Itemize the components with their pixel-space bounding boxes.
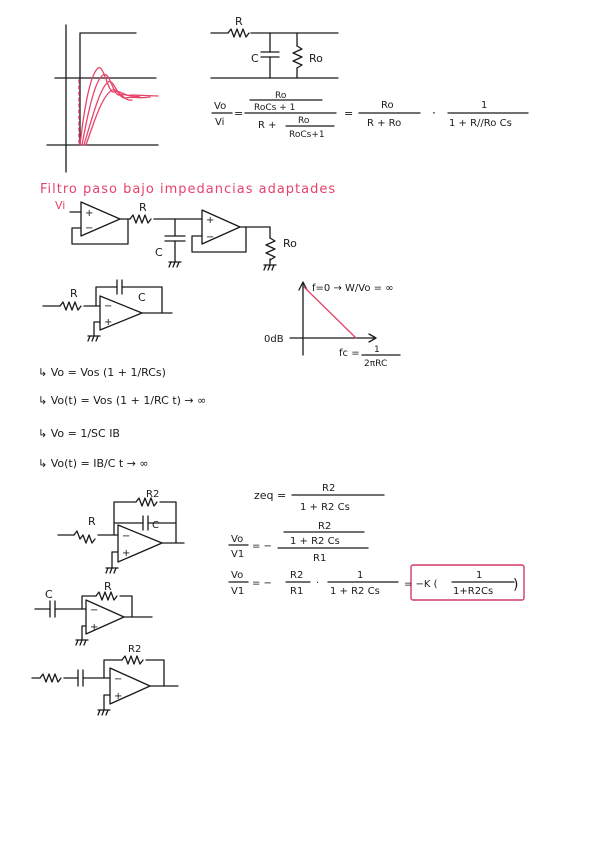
- gain2-boxed-den: 1+R2Cs: [453, 586, 493, 597]
- svg-text:−: −: [114, 674, 122, 685]
- bode-top-label: f=0 → W/Vo = ∞: [312, 283, 394, 294]
- zeq-num: R2: [322, 483, 335, 494]
- tf-mid-num: Ro: [275, 91, 287, 101]
- svg-text:+: +: [85, 208, 93, 219]
- differentiator-diagram: [34, 591, 153, 646]
- gain2-lhs-num: Vo: [231, 570, 243, 581]
- gain1-lhs-num: Vo: [231, 534, 243, 545]
- gain1-mid: 1 + R2 Cs: [290, 536, 340, 547]
- tf-lhs-den: Vi: [215, 117, 224, 128]
- label-r-top: R: [235, 15, 243, 28]
- gain2-lhs-den: V1: [231, 586, 244, 597]
- svg-text:−: −: [104, 301, 112, 312]
- note-line-3: ↳ Vo = 1/SC IB: [38, 427, 120, 440]
- integrator-circuit-diagram: [42, 279, 173, 342]
- label-vi: Vi: [55, 199, 65, 212]
- label-c-diff: C: [45, 588, 53, 601]
- gain2-b-den: 1 + R2 Cs: [330, 586, 380, 597]
- tf-f-den: 1 + R//Ro Cs: [449, 118, 512, 129]
- gain2-boxed-prefix: = −K (: [404, 579, 438, 590]
- bode-fc-num: 1: [374, 345, 380, 355]
- label-r2-bp: R2: [128, 644, 141, 655]
- bode-fc-label: fc =: [339, 348, 360, 359]
- label-c-int: C: [138, 291, 146, 304]
- tf-r-num: Ro: [381, 100, 394, 111]
- svg-text:−: −: [206, 232, 214, 243]
- gain2-a-den: R1: [290, 586, 303, 597]
- label-c-lossy: C: [152, 520, 159, 531]
- tf-mid-num-sub: RoCs + 1: [254, 103, 295, 113]
- tf-eq: =: [344, 107, 353, 120]
- gain2-eq: = −: [252, 578, 272, 589]
- gain-equation-2: Vo V1 = − R2 R1 · 1 1 + R2 Cs = −K ( 1 1…: [228, 564, 525, 601]
- label-r-diff: R: [104, 580, 112, 593]
- gain2-boxed-close: ): [513, 577, 518, 593]
- label-r-lossy: R: [88, 515, 96, 528]
- svg-text:−: −: [85, 223, 93, 234]
- buffered-rc-filter-diagram: [69, 201, 277, 271]
- label-ro-filter: Ro: [283, 237, 297, 250]
- tf-mid-den-b-den: RoCs+1: [289, 130, 325, 140]
- tf-mid-den-a: R +: [258, 120, 277, 131]
- bode-odb-label: 0dB: [264, 334, 284, 345]
- gain2-a-num: R2: [290, 570, 303, 581]
- svg-text:+: +: [104, 317, 112, 328]
- bandpass-diagram: [31, 655, 179, 716]
- gain2-b-num: 1: [357, 570, 363, 581]
- svg-text:−: −: [122, 531, 130, 542]
- svg-text:+: +: [90, 622, 98, 633]
- note-line-1: ↳ Vo = Vos (1 + 1/RCs): [38, 366, 166, 379]
- label-c-filter: C: [155, 246, 163, 259]
- gain1-den: R1: [313, 553, 326, 564]
- rc-circuit-diagram: [210, 28, 339, 79]
- note-line-4: ↳ Vo(t) = IB/C t → ∞: [38, 457, 149, 470]
- label-c-top: C: [251, 52, 259, 65]
- tf-mid-den-b-num: Ro: [298, 116, 310, 126]
- note-line-2: ↳ Vo(t) = Vos (1 + 1/RC t) → ∞: [38, 394, 206, 407]
- rc-transfer-function: Vo Vi = Ro RoCs + 1 R + Ro RoCs+1 = Ro R…: [211, 91, 529, 140]
- gain1-lhs-den: V1: [231, 549, 244, 560]
- step-response-graph: [46, 24, 159, 173]
- gain1-top: R2: [318, 521, 331, 532]
- svg-text:·: ·: [316, 578, 319, 589]
- svg-text:+: +: [206, 215, 214, 226]
- gain1-eq: = −: [252, 541, 272, 552]
- bode-sketch: [289, 281, 377, 356]
- gain-equation-1: Vo V1 = − R2 1 + R2 Cs R1: [228, 521, 369, 564]
- zeq-equation: zeq = R2 1 + R2 Cs: [254, 483, 385, 513]
- gain2-boxed-num: 1: [476, 570, 482, 581]
- svg-text:−: −: [90, 605, 98, 616]
- tf-lhs-num: Vo: [214, 101, 226, 112]
- svg-text:+: +: [114, 691, 122, 702]
- label-r-filter: R: [139, 201, 147, 214]
- svg-text:+: +: [122, 548, 130, 559]
- bode-fc-den: 2πRC: [364, 359, 387, 369]
- label-ro-top: Ro: [309, 52, 323, 65]
- zeq-lhs: zeq =: [254, 489, 286, 502]
- zeq-den: 1 + R2 Cs: [300, 502, 350, 513]
- label-r2-lossy: R2: [146, 489, 159, 500]
- section-title: Filtro paso bajo impedancias adaptades: [40, 182, 336, 197]
- tf-dot: ·: [432, 106, 436, 120]
- lossy-integrator-diagram: [57, 497, 185, 574]
- label-r-int: R: [70, 287, 78, 300]
- svg-text:=: =: [234, 107, 243, 120]
- tf-r-den: R + Ro: [367, 118, 401, 129]
- tf-f-num: 1: [481, 100, 487, 111]
